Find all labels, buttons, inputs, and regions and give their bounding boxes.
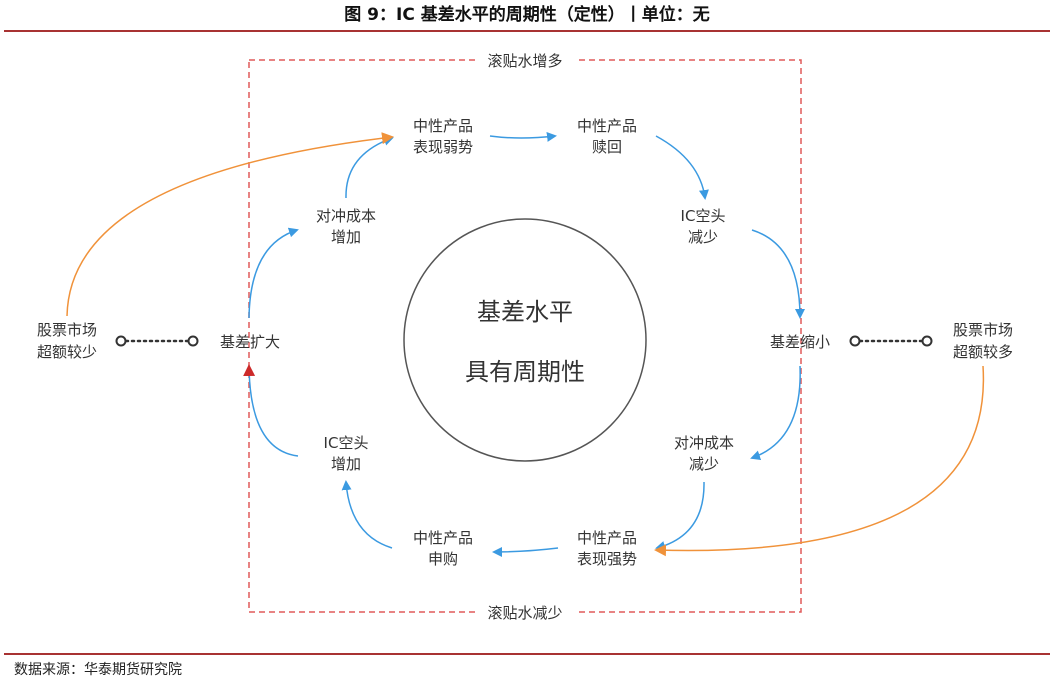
- box-bottom-label: 滚贴水减少: [487, 604, 562, 622]
- right-dotted-connector: [849, 335, 933, 347]
- arrow-market-more-to-strong: [654, 365, 985, 557]
- left-dotted-connector: [115, 335, 199, 347]
- arrow-hedge-decrease-to-strong: [655, 481, 705, 551]
- arrow-ic-increase-to-widen: [243, 364, 299, 457]
- node-neutral-subscribe: 中性产品 申购: [413, 529, 473, 568]
- node-market-more-line2: 超额较多: [953, 343, 1013, 361]
- node-basis-widen: 基差扩大: [220, 333, 280, 351]
- node-neutral-redeem-line2: 赎回: [592, 138, 622, 156]
- node-neutral-weak: 中性产品 表现弱势: [413, 117, 473, 156]
- center-line-2: 具有周期性: [465, 358, 585, 386]
- arrow-redeem-to-ic-decrease: [655, 135, 709, 200]
- node-neutral-redeem-line1: 中性产品: [577, 117, 637, 135]
- center-circle: [403, 218, 647, 462]
- dashed-box: [248, 59, 802, 613]
- source-note: 数据来源：华泰期货研究院: [14, 662, 182, 678]
- node-hedge-cost-decrease: 对冲成本 减少: [674, 434, 734, 473]
- arrow-subscribe-to-ic-increase: [341, 480, 393, 549]
- node-hedge-cost-decrease-line2: 减少: [689, 455, 719, 473]
- figure-title: 图 9：IC 基差水平的周期性（定性）丨单位：无: [344, 5, 710, 25]
- top-label-mask: [475, 50, 575, 70]
- node-neutral-subscribe-line2: 申购: [428, 550, 458, 568]
- box-top-label: 滚贴水增多: [487, 52, 562, 70]
- footer-rule: [4, 653, 1050, 655]
- node-hedge-cost-decrease-line1: 对冲成本: [674, 434, 734, 452]
- arrow-market-less-to-weak: [66, 132, 394, 317]
- arrow-narrow-to-hedge-decrease: [750, 365, 801, 461]
- node-ic-short-decrease-line2: 减少: [688, 228, 718, 246]
- node-market-less-line2: 超额较少: [37, 343, 97, 361]
- node-neutral-weak-line2: 表现弱势: [413, 138, 473, 156]
- node-hedge-cost-increase-line2: 增加: [331, 228, 361, 246]
- node-ic-short-decrease-line1: IC空头: [681, 207, 726, 225]
- arrow-ic-decrease-to-narrow: [751, 229, 805, 319]
- arrow-widen-to-hedge-increase: [248, 227, 299, 319]
- node-basis-narrow: 基差缩小: [770, 333, 830, 351]
- center-line-1: 基差水平: [477, 298, 573, 326]
- arrow-hedge-increase-to-weak: [345, 136, 394, 199]
- node-ic-short-increase-line1: IC空头: [324, 434, 369, 452]
- node-neutral-strong: 中性产品 表现强势: [577, 529, 637, 568]
- node-hedge-cost-increase: 对冲成本 增加: [316, 207, 376, 246]
- node-neutral-strong-line1: 中性产品: [577, 529, 637, 547]
- node-neutral-redeem: 中性产品 赎回: [577, 117, 637, 156]
- node-neutral-weak-line1: 中性产品: [413, 117, 473, 135]
- node-ic-short-increase: IC空头 增加: [324, 434, 369, 473]
- title-rule: [4, 30, 1050, 32]
- arrow-strong-to-subscribe: [492, 546, 559, 557]
- node-market-more: 股票市场 超额较多: [953, 321, 1013, 361]
- node-ic-short-decrease: IC空头 减少: [681, 207, 726, 246]
- node-market-less-line1: 股票市场: [37, 321, 97, 339]
- arrow-weak-to-redeem: [489, 131, 557, 142]
- node-market-less: 股票市场 超额较少: [37, 321, 97, 361]
- bottom-label-mask: [475, 602, 575, 622]
- node-market-more-line1: 股票市场: [953, 321, 1013, 339]
- node-neutral-subscribe-line1: 中性产品: [413, 529, 473, 547]
- node-hedge-cost-increase-line1: 对冲成本: [316, 207, 376, 225]
- node-ic-short-increase-line2: 增加: [331, 455, 361, 473]
- node-neutral-strong-line2: 表现强势: [577, 550, 637, 568]
